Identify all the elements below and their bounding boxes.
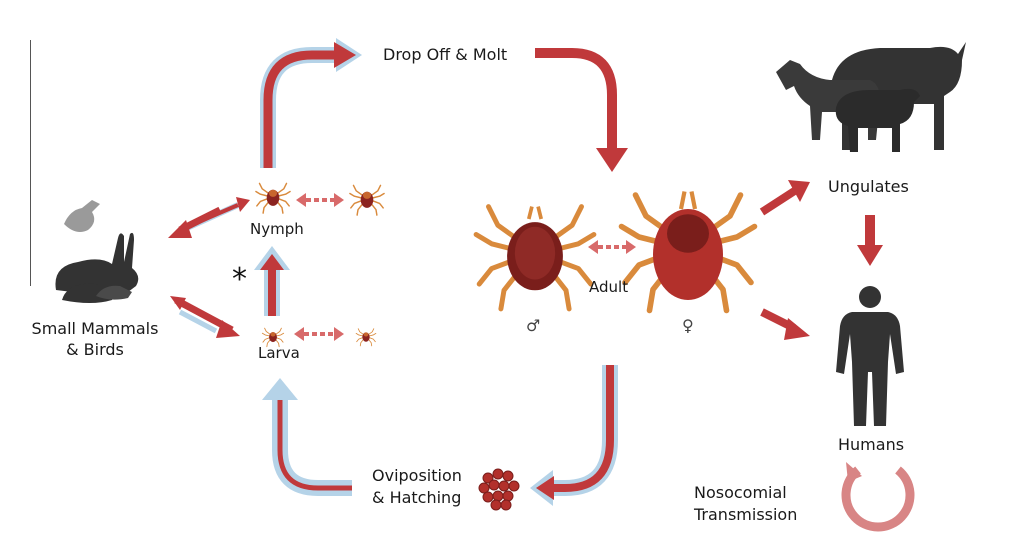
humans-label: Humans <box>838 435 905 454</box>
arrow-small-mammals-nymph <box>168 197 250 238</box>
ungulates-label: Ungulates <box>828 177 909 196</box>
nosocomial-label-line1: Nosocomial <box>694 483 787 502</box>
drop-off-molt-label: Drop Off & Molt <box>383 45 508 64</box>
asterisk-mark: * <box>232 262 247 297</box>
nymph-tick-icon-1 <box>255 182 291 214</box>
adult-female-tick-icon <box>622 191 755 311</box>
arrow-adult-to-oviposition <box>530 365 618 506</box>
small-mammals-label-line1: Small Mammals <box>31 319 159 338</box>
female-symbol: ♀ <box>682 316 694 335</box>
arrow-nymph-to-dropoff <box>260 38 362 168</box>
arrow-small-mammals-larva <box>170 296 240 338</box>
adult-dotted-arrow <box>588 240 636 254</box>
small-mammals-label-line2: & Birds <box>66 340 124 359</box>
larva-tick-icon-2 <box>355 328 377 347</box>
ungulates-icon <box>776 42 966 152</box>
nymph-label: Nymph <box>250 220 304 238</box>
arrow-adult-to-humans <box>760 308 810 340</box>
larva-tick-icon-1 <box>261 327 285 348</box>
human-icon <box>836 286 904 426</box>
arrow-adult-to-ungulates <box>759 180 810 216</box>
larva-label: Larva <box>258 344 300 362</box>
left-border-line <box>30 40 31 286</box>
arrow-oviposition-to-larva <box>262 378 352 496</box>
nymph-tick-icon-2 <box>349 184 385 216</box>
nosocomial-circular-arrow <box>841 462 915 532</box>
arrow-ungulates-to-humans <box>857 215 883 266</box>
oviposition-label-line2: & Hatching <box>372 488 462 507</box>
oviposition-label-line1: Oviposition <box>372 466 462 485</box>
arrow-larva-to-nymph <box>254 246 290 316</box>
nymph-dotted-arrow <box>296 193 344 207</box>
adult-male-tick-icon <box>476 207 594 309</box>
arrow-dropoff-to-adult <box>535 48 628 172</box>
nosocomial-label-line2: Transmission <box>694 505 798 524</box>
egg-cluster-icon <box>478 468 520 511</box>
small-mammals-birds-icon <box>55 200 139 303</box>
adult-label: Adult <box>589 278 629 296</box>
male-symbol: ♂ <box>526 316 541 335</box>
larva-dotted-arrow <box>294 327 344 341</box>
